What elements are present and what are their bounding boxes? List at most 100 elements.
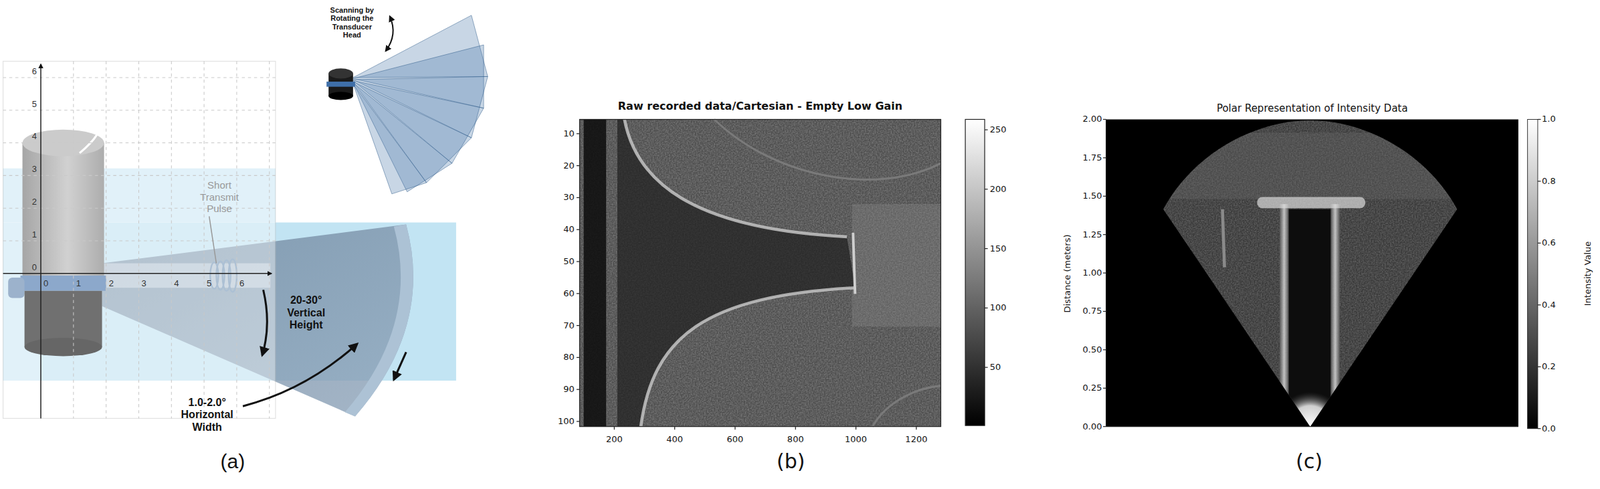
image-ground [579,119,941,427]
axis-tick-label: 70 [563,320,575,331]
dark-region [617,119,855,427]
axis-tick-label: 1.75 [1082,152,1103,163]
illustration-part [236,61,237,419]
tick-mark [576,357,580,358]
axis-tick-label: 1.00 [1082,268,1103,279]
echo-bar [1279,204,1289,414]
echo-bar [1330,204,1340,414]
axis-tick-label: 600 [727,434,744,445]
tick-mark [576,389,580,390]
axis-tick-label: 0 [43,278,49,289]
colorbar-tick-label: 250 [989,125,1007,136]
raw-data-image [579,119,985,427]
colorbar-tick-label: 100 [989,303,1007,314]
tick-mark [614,426,615,431]
axis-tick-label: 3 [141,278,146,289]
illustration-part [3,142,276,144]
illustration-part [268,61,270,419]
illustration-part [72,61,74,419]
colorbar-tick-label: 0.8 [1541,175,1556,186]
tick-mark [1537,180,1542,182]
axis-tick-label: 3 [32,164,37,175]
axis-tick-label: 1.25 [1082,229,1103,240]
axis-tick-label: 5 [32,98,37,110]
axis-line [1106,426,1519,427]
rotation-arrow [385,16,394,51]
panel-label: (a) [220,449,245,473]
colorbar-tick-label: 200 [989,183,1007,194]
transducer-icon [328,91,354,100]
colorbar-tick-label: 1.0 [1541,114,1556,125]
colorbar-tick-label: 150 [989,243,1007,254]
plot-ground [1106,119,1519,427]
axis-tick-label: 80 [563,352,575,363]
tick-mark [1103,157,1107,158]
tick-mark [576,197,580,198]
axis-tick-label: 0.50 [1082,344,1103,355]
tick-mark [576,260,580,262]
tick-mark [1103,272,1107,273]
speckle-noise [1163,119,1459,427]
illustration-part [204,61,205,419]
tick-mark [1537,366,1542,368]
axis-tick-label: 0.25 [1082,383,1103,394]
axis-tick-label: 60 [563,288,575,299]
tick-mark [984,188,988,190]
beam-front [345,224,414,417]
tick-mark [576,420,580,422]
axis-tick-label: 5 [206,278,212,289]
axis-tick-label: 800 [787,434,805,445]
illustration-part [3,240,276,241]
tick-mark [1103,426,1107,427]
tick-mark [1103,119,1107,120]
axis-tick-label: 1 [32,229,37,240]
tick-mark [1103,234,1107,235]
colorbar-tick-label: 0.2 [1541,361,1556,372]
plot-title: Raw recorded data/Cartesian - Empty Low … [618,99,903,112]
axis-tick-label: 2.00 [1082,114,1103,125]
tick-mark [576,292,580,294]
axis-tick-label: 6 [32,66,37,77]
axis-tick-label: 0.00 [1082,421,1103,432]
axis-tick-label: 400 [666,434,683,445]
axis-tick-label: 0 [32,262,37,273]
faint-arc [714,119,942,180]
angle-arrow [242,343,358,407]
speckle-noise [579,119,941,427]
illustration-part [3,15,1542,462]
illustration-part [3,175,276,176]
faint-echo [1222,209,1225,268]
illustration-part [3,76,276,78]
panel-label: (c) [1295,449,1323,473]
dark-shadow [1287,209,1332,414]
colorbar-tick-label: 0.0 [1541,423,1556,434]
colorbar [965,119,985,426]
echo-curve [640,287,855,427]
axis-tick-label: 2 [32,197,37,208]
polar-image [1106,119,1538,461]
illustration-part [138,61,140,419]
tick-mark [1537,428,1542,429]
grid-panel [3,61,276,419]
tick-mark [984,129,988,130]
tick-mark [1103,387,1107,389]
axis-tick-label: 1.50 [1082,191,1103,202]
grid-lines [3,61,276,419]
tick-mark [1103,349,1107,350]
axis-tick-label: 1200 [905,434,928,445]
axis-tick-label: 20 [563,160,575,171]
plot-title: Polar Representation of Intensity Data [1216,103,1409,116]
colorbar-tick-label: 0.6 [1541,238,1556,249]
tick-mark [576,229,580,231]
axis-tick-label: 100 [557,416,575,427]
annotation-text: Short Transmit Pulse [192,179,247,215]
transducer-icon [328,68,354,79]
panel-label: (b) [776,449,805,473]
axis-tick-label: 4 [32,131,37,142]
tick-mark [984,367,988,368]
tick-mark [1103,311,1107,312]
axis-tick-label: 40 [563,224,575,235]
plot-frame [579,119,941,427]
faint-arc [872,385,941,427]
